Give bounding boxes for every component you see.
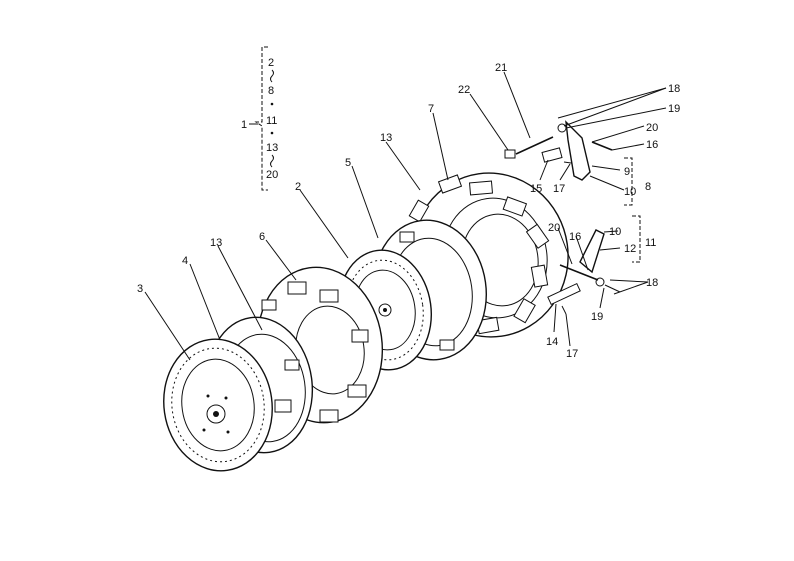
callout-17-lower: 17 — [566, 348, 578, 360]
friction-disc-front — [163, 338, 273, 472]
callout-21: 21 — [495, 62, 507, 74]
callout-16-upper: 16 — [646, 139, 658, 151]
group-number: 1 — [241, 119, 247, 131]
callout-6: 6 — [259, 231, 265, 243]
callout-labels: 3 4 13 6 2 5 13 7 22 21 18 19 20 16 9 10… — [137, 62, 680, 360]
callout-20-lower: 20 — [548, 222, 560, 234]
callout-8: 8 — [645, 181, 651, 193]
callout-20-upper: 20 — [646, 122, 658, 134]
callout-11: 11 — [645, 237, 656, 249]
callout-12: 12 — [624, 243, 636, 255]
callout-10-upper: 10 — [624, 186, 636, 198]
callout-5: 5 — [345, 157, 351, 169]
callout-2: 2 — [295, 181, 301, 193]
group-item-11: 11 — [266, 115, 277, 127]
callout-15: 15 — [530, 183, 542, 195]
callout-10-lower: 10 — [609, 226, 621, 238]
callout-7: 7 — [428, 103, 434, 115]
callout-3: 3 — [137, 283, 143, 295]
leader-lines — [144, 71, 667, 361]
callout-18-upper: 18 — [668, 83, 680, 95]
group-item-13: 13 — [266, 142, 278, 154]
callout-9: 9 — [624, 166, 630, 178]
lever-assembly-upper — [504, 120, 633, 206]
callout-16-lower: 16 — [569, 231, 581, 243]
callout-14: 14 — [546, 336, 558, 348]
callout-19-lower: 19 — [591, 311, 603, 323]
lever-assembly-lower — [547, 215, 641, 315]
group-bracket-main: 1 2 8 11 13 20 — [241, 46, 278, 191]
callout-4: 4 — [182, 255, 188, 267]
callout-13-front: 13 — [210, 237, 222, 249]
group-item-2: 2 — [268, 57, 274, 69]
callout-13-rear: 13 — [380, 132, 392, 144]
callout-18-lower: 18 — [646, 277, 658, 289]
group-item-8: 8 — [268, 85, 274, 97]
callout-19-upper: 19 — [668, 103, 680, 115]
group-item-20: 20 — [266, 169, 278, 181]
callout-17-upper: 17 — [553, 183, 565, 195]
callout-22: 22 — [458, 84, 470, 96]
